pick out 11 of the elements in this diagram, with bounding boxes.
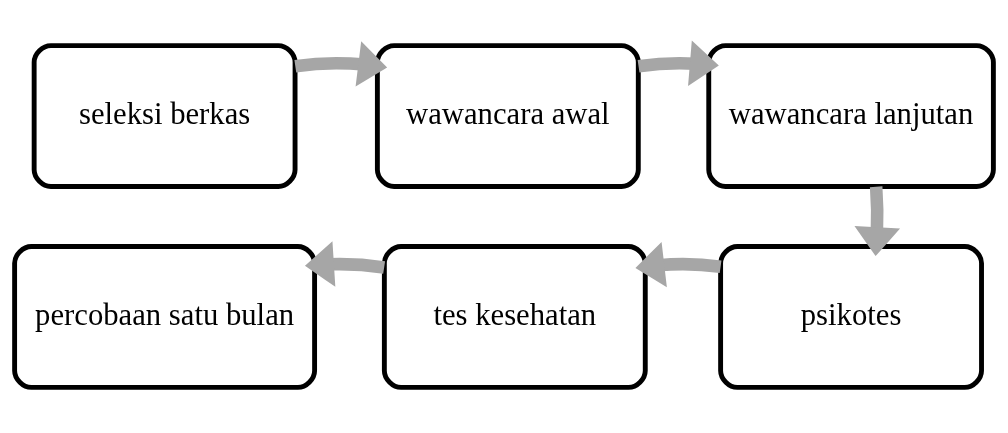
arrow bbox=[854, 186, 901, 257]
arrow bbox=[635, 241, 722, 288]
node-box: wawancara lanjutan bbox=[706, 43, 996, 189]
node-box: seleksi berkas bbox=[31, 43, 298, 189]
node-box: percobaan satu bulan bbox=[12, 244, 318, 390]
arrow bbox=[637, 40, 719, 86]
node-box: wawancara awal bbox=[374, 43, 641, 189]
node-box: psikotes bbox=[718, 244, 984, 390]
arrow bbox=[304, 241, 386, 287]
arrow bbox=[294, 41, 388, 87]
node-box: tes kesehatan bbox=[381, 244, 648, 390]
